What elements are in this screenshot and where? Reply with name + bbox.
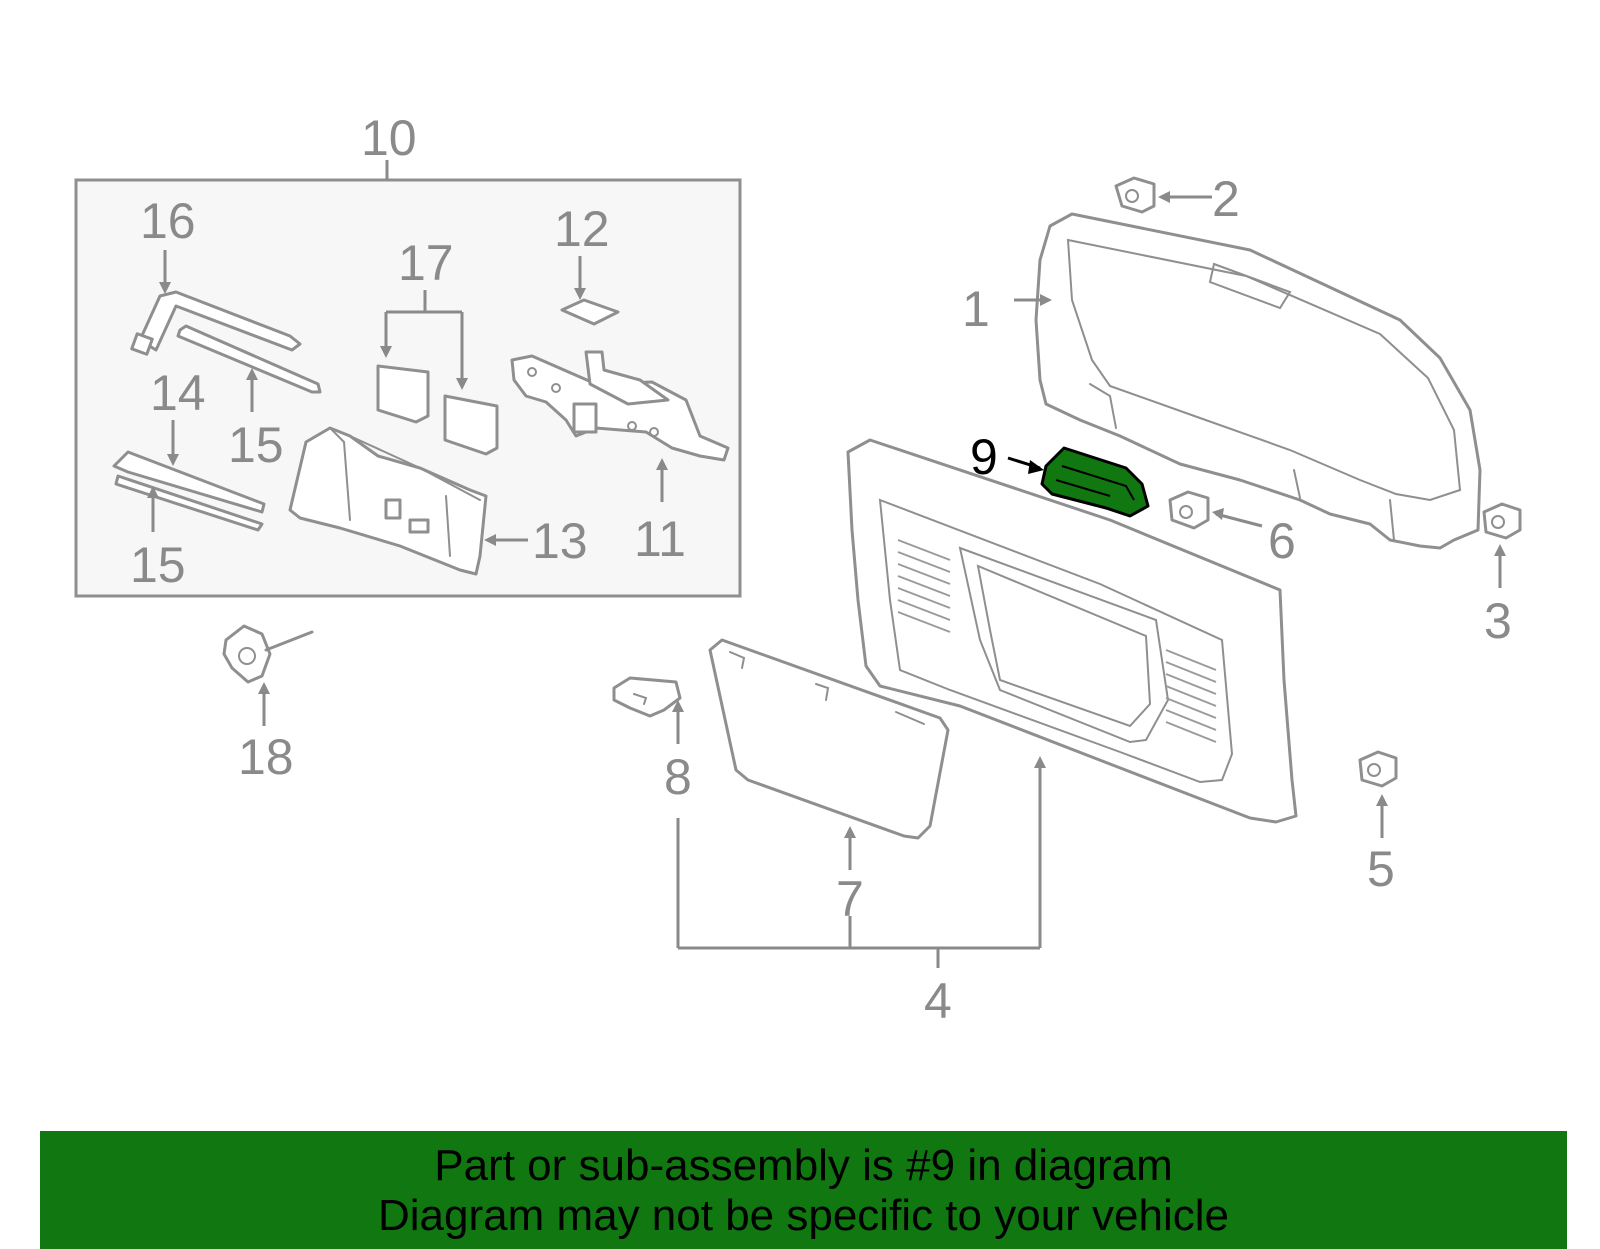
info-banner: Part or sub-assembly is #9 in diagram Di… [40, 1131, 1567, 1249]
retainer-part[interactable] [612, 676, 682, 718]
callout-13: 13 [532, 513, 588, 569]
callout-4: 4 [924, 973, 952, 1029]
callout-14: 14 [150, 365, 206, 421]
clip-6-part[interactable] [1168, 490, 1210, 530]
callout-11: 11 [634, 511, 686, 567]
lug-wrench-part[interactable] [130, 290, 302, 356]
callout-8: 8 [664, 749, 692, 805]
clip-3-part[interactable] [1482, 502, 1522, 540]
callout-16: 16 [140, 193, 196, 249]
callout-15-lower: 15 [130, 537, 186, 593]
callout-18: 18 [238, 729, 294, 785]
callout-1: 1 [962, 281, 990, 337]
extension-bar-upper-part[interactable] [176, 324, 322, 394]
jack-part[interactable] [510, 350, 730, 462]
lower-trim-panel-part[interactable] [846, 438, 1298, 824]
callout-12: 12 [554, 201, 610, 257]
callout-6: 6 [1268, 513, 1296, 569]
callout-3: 3 [1484, 593, 1512, 649]
callout-2: 2 [1212, 171, 1240, 227]
upper-trim-panel-part[interactable] [1034, 212, 1482, 550]
label-parts[interactable] [376, 364, 499, 456]
handle-pocket-part-9[interactable] [1040, 446, 1150, 518]
banner-line-2: Diagram may not be specific to your vehi… [377, 1191, 1230, 1240]
small-label-part[interactable] [560, 298, 620, 326]
tool-tray-part[interactable] [288, 426, 488, 576]
license-plate-cover-part[interactable] [708, 638, 950, 840]
clip-2-part[interactable] [1114, 176, 1156, 214]
callout-10: 10 [361, 110, 417, 166]
banner-line-1: Part or sub-assembly is #9 in diagram [434, 1141, 1173, 1190]
callout-17: 17 [398, 235, 454, 291]
callout-5: 5 [1367, 841, 1395, 897]
clip-5-part[interactable] [1358, 750, 1398, 788]
callout-15-upper: 15 [228, 417, 284, 473]
wing-bolt-part[interactable] [222, 624, 314, 684]
